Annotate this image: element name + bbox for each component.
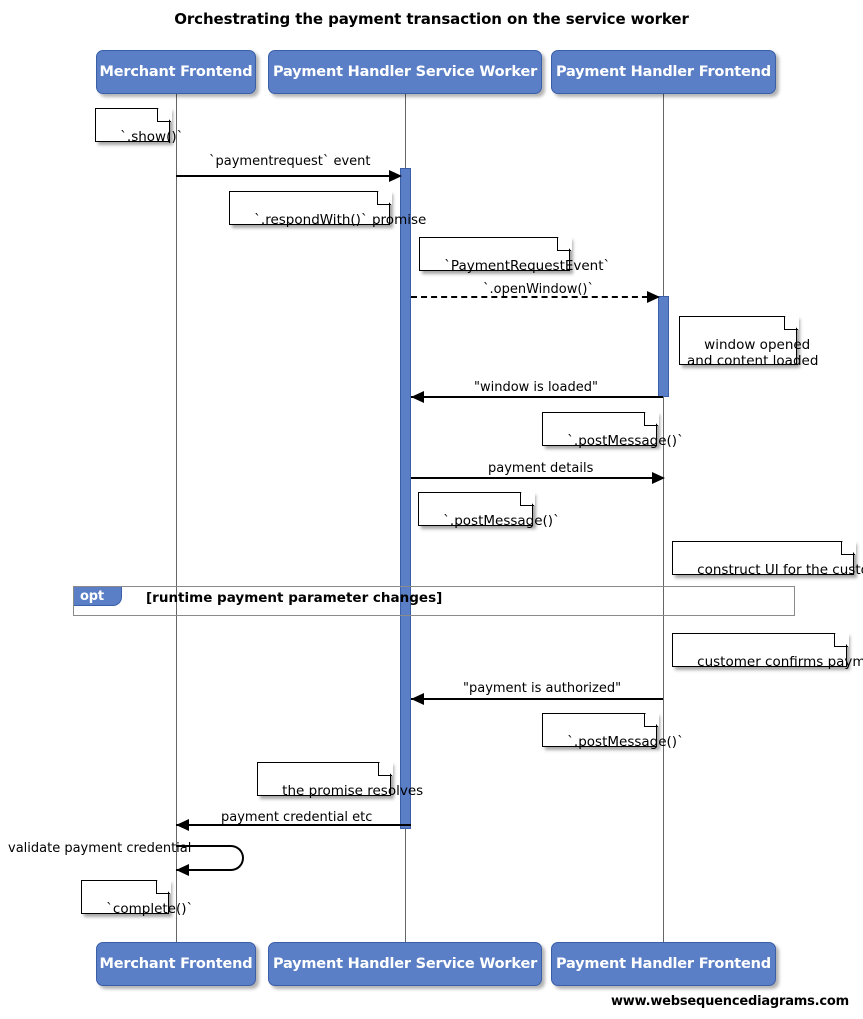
participant-payment-handler-service-worker-top[interactable]: Payment Handler Service Worker bbox=[268, 50, 542, 94]
note-fold-corner-icon bbox=[840, 539, 856, 555]
participant-payment-handler-frontend-top[interactable]: Payment Handler Frontend bbox=[551, 50, 776, 94]
participant-payment-handler-frontend-bottom[interactable]: Payment Handler Frontend bbox=[551, 942, 776, 986]
self-message-label-validate-payment-credential: validate payment credential bbox=[8, 841, 192, 856]
note-text: `.show()` bbox=[120, 129, 184, 145]
note-text: customer confirms payment bbox=[697, 654, 863, 670]
note-fold-corner-icon bbox=[156, 106, 172, 122]
note-text: `.postMessage()` bbox=[443, 513, 560, 529]
arrowhead-paymentrequest-event bbox=[389, 170, 402, 182]
note-postmessage-payment-details: `.postMessage()` bbox=[418, 490, 560, 529]
participant-label: Payment Handler Service Worker bbox=[272, 956, 538, 972]
note-text: `complete()` bbox=[106, 901, 194, 917]
lifeline-merchant bbox=[176, 94, 177, 942]
message-label-payment-credential-etc: payment credential etc bbox=[221, 810, 373, 825]
participant-merchant-frontend-bottom[interactable]: Merchant Frontend bbox=[96, 942, 256, 986]
note-customer-confirms-payment: customer confirms payment bbox=[672, 631, 863, 670]
lifeline-payment-handler-frontend bbox=[663, 94, 664, 942]
message-label-paymentrequest-event: `paymentrequest` event bbox=[209, 154, 371, 169]
note-text: window opened and content loaded bbox=[687, 337, 819, 369]
arrowhead-payment-details bbox=[652, 472, 665, 484]
message-label-window-is-loaded: "window is loaded" bbox=[474, 380, 598, 395]
note-fold-corner-icon bbox=[833, 631, 849, 647]
message-line-open-window bbox=[411, 296, 658, 298]
participant-label: Payment Handler Frontend bbox=[556, 64, 771, 80]
message-label-payment-details: payment details bbox=[488, 461, 594, 476]
opt-fragment-operator-label: opt bbox=[80, 588, 104, 604]
note-text: the promise resolves bbox=[282, 783, 424, 799]
note-fold-corner-icon bbox=[377, 760, 393, 776]
message-line-window-is-loaded bbox=[411, 396, 663, 398]
note-paymentrequestevent: `PaymentRequestEvent` bbox=[419, 235, 610, 274]
arrowhead-validate-payment-credential bbox=[176, 864, 189, 876]
message-line-payment-details bbox=[411, 477, 663, 479]
opt-fragment-guard-label: [runtime payment parameter changes] bbox=[146, 590, 443, 606]
arrowhead-window-is-loaded bbox=[411, 391, 424, 403]
message-line-payment-is-authorized bbox=[411, 698, 663, 700]
participant-merchant-frontend-top[interactable]: Merchant Frontend bbox=[96, 50, 256, 94]
arrowhead-open-window bbox=[647, 291, 660, 303]
note-text: `.postMessage()` bbox=[567, 433, 684, 449]
arrowhead-payment-credential-etc bbox=[176, 819, 189, 831]
note-fold-corner-icon bbox=[556, 235, 572, 251]
participant-label: Payment Handler Frontend bbox=[556, 956, 771, 972]
note-respondwith-promise: `.respondWith()` promise bbox=[229, 189, 426, 228]
note-fold-corner-icon bbox=[155, 878, 171, 894]
participant-label: Merchant Frontend bbox=[99, 64, 253, 80]
note-window-opened-and-content-loaded: window opened and content loaded bbox=[679, 314, 818, 369]
opt-fragment-operator-tab: opt bbox=[74, 587, 122, 606]
opt-fragment bbox=[73, 586, 795, 616]
note-text: `.postMessage()` bbox=[567, 734, 684, 750]
note-construct-ui-for-the-customer: construct UI for the customer bbox=[672, 539, 863, 578]
arrowhead-payment-is-authorized bbox=[411, 693, 424, 705]
note-fold-corner-icon bbox=[643, 711, 659, 727]
note-show: `.show()` bbox=[95, 106, 183, 145]
participant-label: Payment Handler Service Worker bbox=[272, 64, 538, 80]
note-complete: `complete()` bbox=[81, 878, 193, 917]
note-the-promise-resolves: the promise resolves bbox=[257, 760, 423, 799]
footer-attribution: www.websequencediagrams.com bbox=[610, 994, 849, 1009]
note-text: `.respondWith()` promise bbox=[254, 212, 427, 228]
note-fold-corner-icon bbox=[643, 410, 659, 426]
participant-label: Merchant Frontend bbox=[99, 956, 253, 972]
message-label-payment-is-authorized: "payment is authorized" bbox=[463, 681, 622, 696]
participant-payment-handler-service-worker-bottom[interactable]: Payment Handler Service Worker bbox=[268, 942, 542, 986]
message-line-paymentrequest-event bbox=[176, 175, 400, 177]
note-fold-corner-icon bbox=[783, 314, 799, 330]
message-line-payment-credential-etc bbox=[176, 824, 411, 826]
note-fold-corner-icon bbox=[519, 490, 535, 506]
message-label-open-window: `.openWindow()` bbox=[483, 282, 594, 297]
activation-bar-payment-handler-frontend bbox=[658, 296, 669, 397]
note-text: construct UI for the customer bbox=[697, 562, 863, 578]
activation-bar-service-worker bbox=[400, 168, 411, 829]
self-message-loop-validate-payment-credential bbox=[176, 845, 244, 871]
note-fold-corner-icon bbox=[376, 189, 392, 205]
note-postmessage-payment-authorized: `.postMessage()` bbox=[542, 711, 684, 750]
note-postmessage-after-window-loaded: `.postMessage()` bbox=[542, 410, 684, 449]
page-title: Orchestrating the payment transaction on… bbox=[174, 10, 689, 28]
note-text: `PaymentRequestEvent` bbox=[444, 258, 611, 274]
